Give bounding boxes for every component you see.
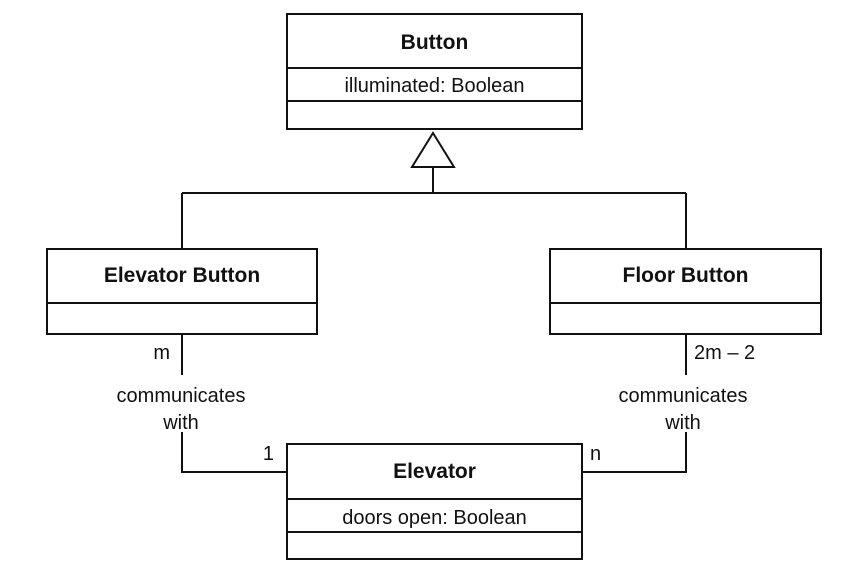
- multiplicity-floor-button-end: 2m – 2: [694, 342, 755, 364]
- association-floor-button-label-line-2: with: [664, 412, 701, 434]
- multiplicity-elevator-end-right: n: [590, 443, 601, 465]
- class-elevator-box: [286, 443, 583, 560]
- association-floor-button-labels: 2m – 2 communicates with n: [590, 342, 755, 465]
- association-elevator-button-label-line-1: communicates: [117, 385, 246, 407]
- association-connectors: [181, 334, 687, 473]
- class-elevator-name: Elevator: [393, 460, 476, 483]
- class-button-name: Button: [401, 31, 469, 54]
- association-elevator-button-labels: m communicates with 1: [117, 342, 274, 465]
- class-elevator-attribute: doors open: Boolean: [342, 507, 527, 529]
- class-elevator-button: Elevator Button: [46, 248, 318, 335]
- association-elevator-button-label-line-2: with: [162, 412, 199, 434]
- class-elevator-button-box: [46, 248, 318, 335]
- class-elevator: Elevator doors open: Boolean: [286, 443, 583, 560]
- elevator-button-association-lower-line: [181, 432, 287, 473]
- multiplicity-elevator-button-end: m: [153, 342, 170, 364]
- class-floor-button-name: Floor Button: [623, 264, 749, 287]
- class-button-attribute: illuminated: Boolean: [344, 75, 524, 97]
- multiplicity-elevator-end-left: 1: [263, 443, 274, 465]
- generalization-connector: [181, 131, 687, 249]
- association-floor-button-label-line-1: communicates: [619, 385, 748, 407]
- class-elevator-button-name: Elevator Button: [104, 264, 260, 287]
- floor-button-association-lower-line: [582, 432, 687, 473]
- inheritance-triangle-icon: [410, 131, 456, 168]
- class-floor-button-box: [549, 248, 822, 335]
- class-floor-button: Floor Button: [549, 248, 822, 335]
- class-button-box: [286, 13, 583, 130]
- class-button: Button illuminated: Boolean: [286, 13, 583, 130]
